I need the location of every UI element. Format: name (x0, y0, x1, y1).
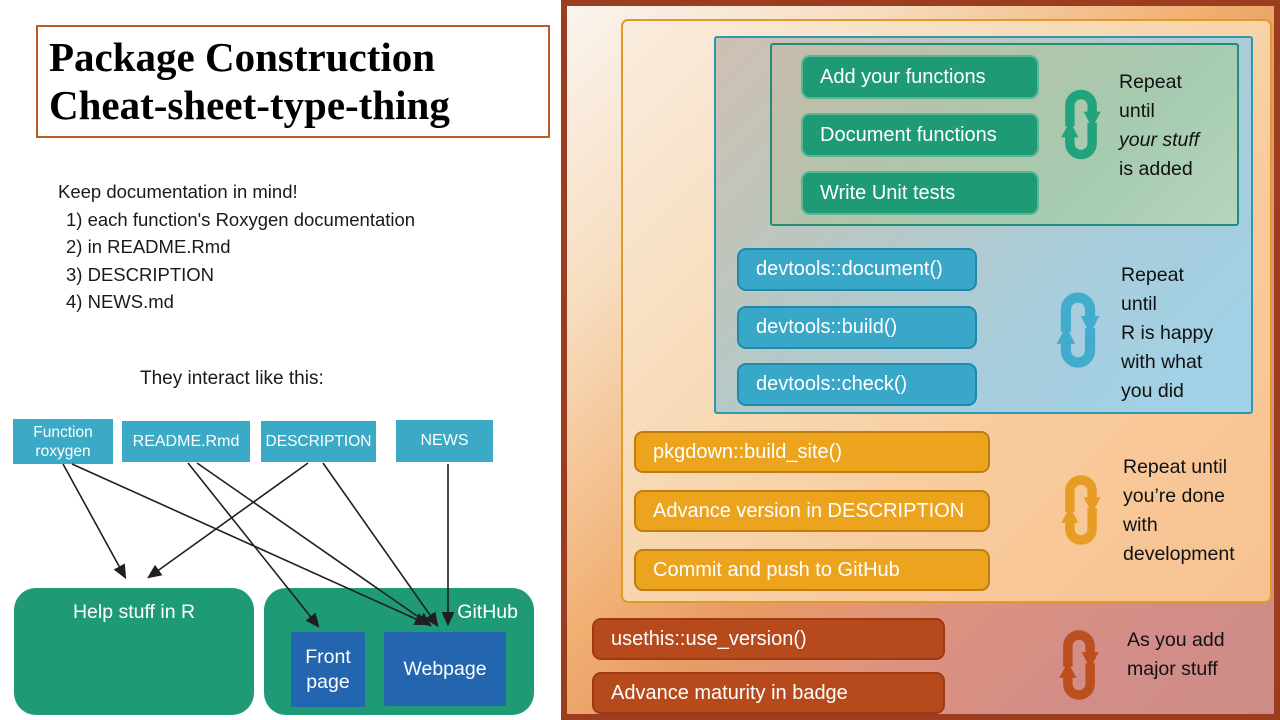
slide-title-line1: Package Construction (49, 34, 436, 80)
step-add-your-functions: Add your functions (801, 55, 1039, 99)
step-advance-maturity: Advance maturity in badge (592, 672, 945, 714)
diagram-caption: They interact like this: (140, 368, 324, 389)
doc-note-item: 4) NEWS.md (66, 291, 174, 313)
github-label: GitHub (457, 601, 518, 623)
step-document-functions: Document functions (801, 113, 1039, 157)
step-commit-push: Commit and push to GitHub (634, 549, 990, 591)
step-devtools-build: devtools::build() (737, 306, 977, 349)
node-help-stuff-in-r: Help stuff in R (14, 588, 254, 715)
step-advance-version: Advance version in DESCRIPTION (634, 490, 990, 532)
doc-notes-heading: Keep documentation in mind! (58, 181, 298, 202)
arrow-roxygen-to-help (62, 463, 127, 580)
repeat-note-devtools: Repeat until R is happy with what you di… (1121, 264, 1214, 402)
node-readme-rmd: README.Rmd (122, 421, 250, 462)
doc-note-item: 3) DESCRIPTION (66, 263, 215, 285)
slide-title-line2: Cheat-sheet-type-thing (49, 82, 450, 128)
slide-title-box: Package Construction Cheat-sheet-type-th… (36, 25, 550, 138)
step-usethis-use-version: usethis::use_version() (592, 618, 945, 660)
arrow-description-to-help (147, 462, 309, 579)
documentation-notes: Keep documentation in mind! 1) each func… (58, 178, 415, 316)
step-write-unit-tests: Write Unit tests (801, 171, 1039, 215)
node-front-page: Front page (291, 632, 365, 707)
node-webpage: Webpage (384, 632, 506, 706)
doc-note-item: 1) each function's Roxygen documentation (66, 208, 416, 230)
repeat-note-publish: Repeat until you’re done with developmen… (1123, 456, 1235, 565)
repeat-loop-icon (1059, 630, 1099, 700)
repeat-loop-icon (1056, 292, 1100, 368)
doc-note-item: 2) in README.Rmd (66, 236, 231, 258)
workflow-panel: Add your functions Document functions Wr… (561, 0, 1280, 720)
repeat-loop-icon (1061, 89, 1101, 160)
node-news: NEWS (396, 420, 493, 462)
node-function-roxygen: Function roxygen (13, 419, 113, 464)
step-devtools-check: devtools::check() (737, 363, 977, 406)
repeat-note-develop: Repeat until your stuff is added (1119, 71, 1200, 180)
repeat-loop-icon (1061, 475, 1101, 545)
step-pkgdown-build-site: pkgdown::build_site() (634, 431, 990, 473)
node-description: DESCRIPTION (261, 421, 376, 462)
repeat-note-version: As you add major stuff (1127, 629, 1225, 680)
step-devtools-document: devtools::document() (737, 248, 977, 291)
